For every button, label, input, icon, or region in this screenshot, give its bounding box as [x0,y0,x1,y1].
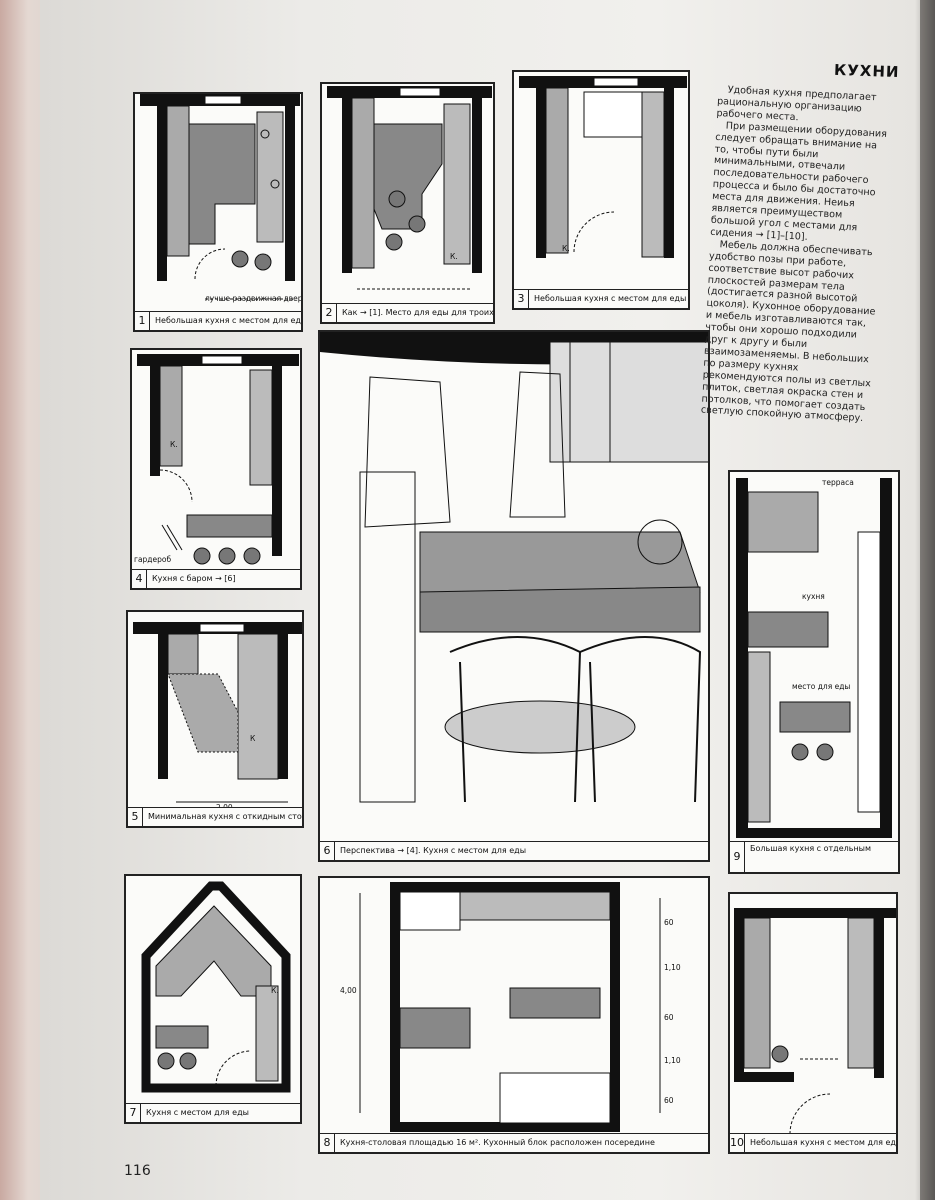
figure-note: кухня [802,592,825,601]
kitchen-perspective-drawing [320,332,708,803]
figure-note: К. [271,986,279,995]
figure-caption: 10 Небольшая кухня с местом для еды [730,1133,896,1152]
floorplan-4-drawing [137,354,299,565]
caption-text: Большая кухня с отдельным местом для еды [750,844,872,853]
figure-3: К. 3 Небольшая кухня с местом для еды [512,70,690,310]
body-text: Удобная кухня предполагает рациональную … [701,84,890,426]
caption-text: Небольшая кухня с местом для еды [750,1138,896,1147]
paragraph: Мебель должна обеспечивать удобство позы… [700,239,876,425]
caption-text: Кухня с местом для еды [146,1108,249,1117]
figure-number: 5 [128,808,143,826]
floorplan-10-drawing [734,908,896,1135]
figure-note: 4,00 [340,986,357,995]
caption-text: Как → [1]. Место для еды для троих [342,308,493,317]
figure-note: лучше раздвижная дверь [205,294,303,303]
figure-number: 2 [322,304,337,322]
figure-2: К. 2 Как → [1]. Место для еды для троих [320,82,495,324]
figure-note: 60 [664,1096,674,1105]
caption-text: Кухня-столовая площадью 16 м². Кухонный … [340,1138,655,1147]
figure-number: 8 [320,1134,335,1152]
floorplan-7-drawing [141,881,291,1093]
figure-note: К. [450,252,458,261]
page-shadow [915,0,935,1200]
figure-number: 6 [320,842,335,860]
caption-text: Минимальная кухня с откидным столом [148,812,302,821]
figure-caption: 1 Небольшая кухня с местом для еды [135,311,301,330]
floorplan-9-drawing [736,478,892,838]
figure-note: К [250,734,256,743]
figure-caption: 3 Небольшая кухня с местом для еды [514,289,688,308]
figure-caption: 9 Большая кухня с отдельным местом для ед… [730,841,898,872]
caption-text: Кухня с баром → [6] [152,574,236,583]
floorplan-1-drawing [140,94,300,300]
figure-9: терраса кухня место для еды 9 Большая кух… [728,470,900,874]
figure-number: 9 [730,842,745,872]
floorplan-8-drawing [359,882,661,1132]
figure-number: 1 [135,312,150,330]
section-title: КУХНИ [833,60,900,82]
caption-text: Небольшая кухня с местом для еды [155,316,301,325]
figure-number: 4 [132,570,147,588]
figure-note: гардероб [134,555,172,564]
figure-number: 7 [126,1104,141,1122]
figure-10: 10 Небольшая кухня с местом для еды [728,892,898,1154]
figure-note: 1,10 [664,1056,681,1065]
figure-note: терраса [822,478,854,487]
caption-text: Перспектива → [4]. Кухня с местом для ед… [340,846,527,855]
floorplan-5-drawing [133,622,302,803]
paragraph: При размещении оборудования следует обра… [709,120,888,243]
page-number: 116 [124,1163,151,1179]
figure-note: место для еды [792,682,851,691]
figure-note: 60 [664,918,674,927]
figure-7: К. 7 Кухня с местом для еды [124,874,302,1124]
figure-caption: 6 Перспектива → [4]. Кухня с местом для е… [320,841,708,860]
figure-number: 3 [514,290,529,308]
figure-note: 60 [664,1013,674,1022]
figure-caption: 4 Кухня с баром → [6] [132,569,300,588]
figure-note: 1,10 [664,963,681,972]
figure-1: лучше раздвижная дверь 1 Небольшая кухня … [133,92,303,332]
figure-note: К. [170,440,178,449]
figure-6: 6 Перспектива → [4]. Кухня с местом для е… [318,330,710,862]
figure-4: К. гардероб 4 Кухня с баром → [6] [130,348,302,590]
figure-number: 10 [730,1134,745,1152]
floorplan-2-drawing [327,86,492,290]
figure-caption: 8 Кухня-столовая площадью 16 м². Кухонный… [320,1133,708,1152]
figure-caption: 7 Кухня с местом для еды [126,1103,300,1122]
floorplan-3-drawing [519,76,687,258]
figure-caption: 2 Как → [1]. Место для еды для троих [322,303,493,322]
figure-8: 4,00 60 1,10 60 1,10 60 8 Кухня-столовая … [318,876,710,1154]
figure-note: К. [562,244,570,253]
figure-caption: 5 Минимальная кухня с откидным столом [128,807,302,826]
caption-text: Небольшая кухня с местом для еды [534,294,687,303]
